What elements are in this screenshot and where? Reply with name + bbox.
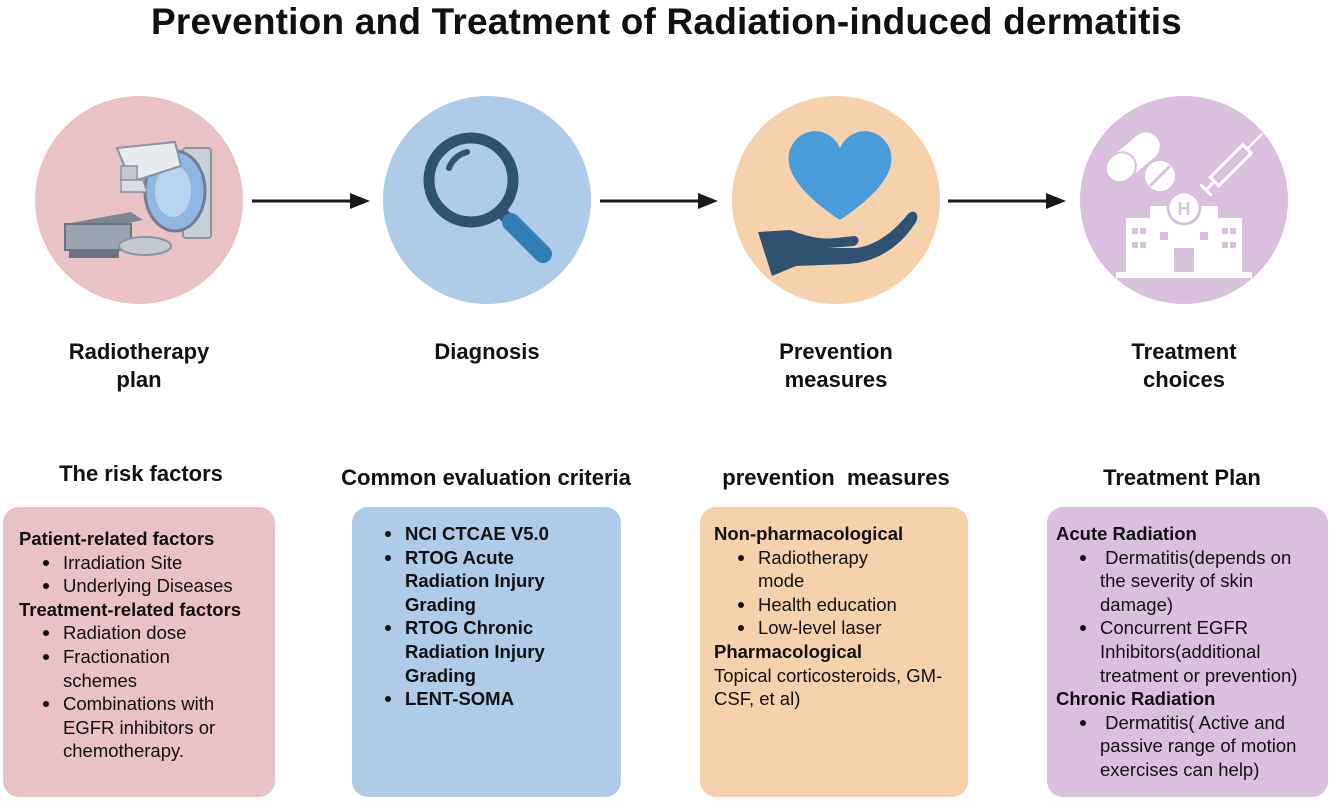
treatment-heading: Treatment Plan <box>1103 465 1261 490</box>
treatment-plan-box: Acute Radiation Dermatitis(depends on th… <box>1047 507 1328 797</box>
treatment-factors-header: Treatment-related factors <box>19 598 242 620</box>
radiotherapy-circle <box>35 96 243 304</box>
magnifier-icon <box>423 132 552 263</box>
radiotherapy-machine-icon <box>64 140 212 258</box>
nonpharm-list: Radiotherapy mode Health education Low-l… <box>714 546 948 640</box>
list-item: Radiation dose <box>19 621 275 645</box>
svg-text:H: H <box>1178 199 1191 219</box>
prevention-circle <box>732 96 940 304</box>
list-item: Dermatitis( Active and passive range of … <box>1056 711 1320 782</box>
stage-label-radiotherapy: Radiotherapy plan <box>68 339 210 392</box>
chronic-header: Chronic Radiation <box>1056 688 1216 710</box>
list-item: Combinations with EGFR inhibitors or che… <box>19 692 275 763</box>
list-item: Dermatitis(depends on the severity of sk… <box>1056 546 1320 617</box>
diagnosis-circle <box>383 96 591 304</box>
acute-header: Acute Radiation <box>1056 523 1197 544</box>
prevention-heading: prevention measures <box>722 465 950 490</box>
prevention-measures-box: Non-pharmacological Radiotherapy mode He… <box>700 507 968 797</box>
arrow-3 <box>948 193 1066 209</box>
stage-label-prevention: Prevention measures <box>779 339 893 392</box>
risk-heading: The risk factors <box>59 461 223 486</box>
list-item: Radiotherapy mode <box>714 546 948 593</box>
patient-factors-header: Patient-related factors <box>19 528 215 549</box>
stage-label-treatment: Treatment choices <box>1131 339 1237 392</box>
list-item: Fractionation schemes <box>19 645 275 692</box>
pharm-header: Pharmacological <box>714 640 863 662</box>
list-item: Irradiation Site <box>19 551 275 575</box>
list-item: Underlying Diseases <box>19 574 275 598</box>
treatment-circle: H <box>1080 96 1288 304</box>
risk-factors-box: Patient-related factors Irradiation Site… <box>3 507 275 797</box>
page-title: Prevention and Treatment of Radiation-in… <box>151 1 1182 42</box>
criteria-list: NCI CTCAE V5.0 RTOG Acute Radiation Inju… <box>367 522 571 711</box>
pharm-text: Topical corticosteroids, GM-CSF, et al) <box>714 664 943 710</box>
stage-label-diagnosis: Diagnosis <box>434 339 540 364</box>
medicine-hospital-icon: H <box>1104 132 1264 278</box>
list-item: Low-level laser <box>714 616 948 640</box>
evaluation-criteria-box: NCI CTCAE V5.0 RTOG Acute Radiation Inju… <box>352 507 621 797</box>
acute-list: Dermatitis(depends on the severity of sk… <box>1056 546 1320 688</box>
patient-factors-list: Irradiation Site Underlying Diseases <box>19 551 275 598</box>
heart-in-hand-icon <box>758 131 918 276</box>
arrow-1 <box>252 193 370 209</box>
arrow-2 <box>600 193 718 209</box>
list-item: NCI CTCAE V5.0 <box>367 522 571 546</box>
nonpharm-header: Non-pharmacological <box>714 523 904 544</box>
treatment-factors-list: Radiation dose Fractionation schemes Com… <box>19 621 275 763</box>
chronic-list: Dermatitis( Active and passive range of … <box>1056 711 1320 782</box>
list-item: RTOG Chronic Radiation Injury Grading <box>367 616 571 687</box>
evaluation-heading: Common evaluation criteria <box>341 465 631 490</box>
list-item: Concurrent EGFR Inhibitors(additional tr… <box>1056 616 1320 687</box>
list-item: RTOG Acute Radiation Injury Grading <box>367 546 571 617</box>
list-item: LENT-SOMA <box>367 687 571 711</box>
list-item: Health education <box>714 593 948 617</box>
